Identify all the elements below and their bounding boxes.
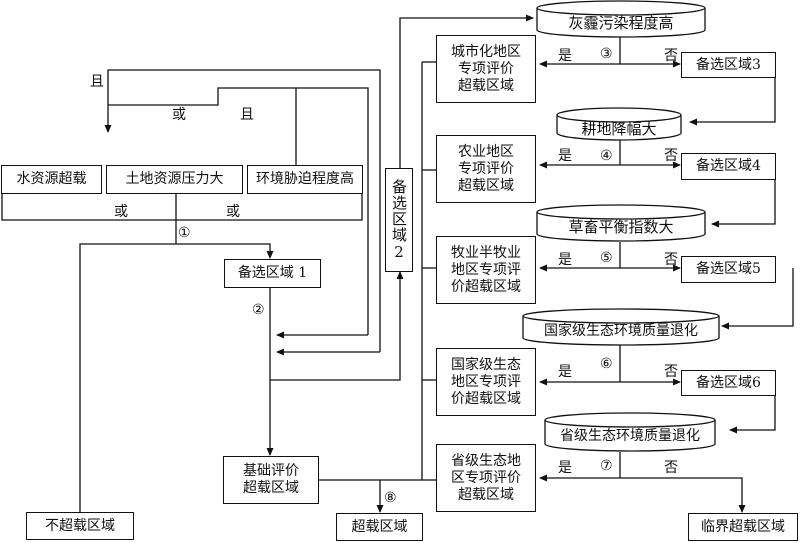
urban-line3: 超载区域 <box>458 77 514 94</box>
national-line3: 价超载区域 <box>451 390 521 407</box>
pastoral-line3: 价超载区域 <box>451 278 521 295</box>
no-label-3: 否 <box>664 48 678 64</box>
not-overload-label: 不超载区域 <box>45 517 115 534</box>
pastoral-line1: 牧业半牧业 <box>451 244 521 261</box>
step-8: ⑧ <box>384 490 397 506</box>
step-6: ⑥ <box>600 356 613 372</box>
urban-line1: 城市化地区 <box>451 43 521 60</box>
water-overload-label: 水资源超载 <box>16 171 87 187</box>
national-special-box: 国家级生态 地区专项评 价超载区域 <box>436 348 536 416</box>
candidate3-label: 备选区域3 <box>696 56 761 73</box>
pastoral-special-box: 牧业半牧业 地区专项评 价超载区域 <box>436 236 536 304</box>
loop-and-top <box>104 69 381 352</box>
no-label-7: 否 <box>664 460 678 476</box>
overload-box: 超载区域 <box>336 513 423 541</box>
env-stress-box: 环境胁迫程度高 <box>247 165 363 194</box>
national-eco-condition-label: 国家级生态环境质量退化 <box>544 323 698 339</box>
land-pressure-label: 土地资源压力大 <box>125 171 224 187</box>
cylinder-haze <box>536 0 706 38</box>
urban-special-box: 城市化地区 专项评价 超载区域 <box>436 35 536 103</box>
provincial-line3: 超载区域 <box>458 486 514 503</box>
basic-eval-line2: 超载区域 <box>243 480 299 496</box>
yes-label-3: 是 <box>558 48 572 64</box>
step-1: ① <box>178 225 191 241</box>
basic-eval-box: 基础评价 超载区域 <box>223 456 319 504</box>
national-line2: 地区专项评 <box>451 373 521 390</box>
candidate3-box: 备选区域3 <box>681 52 776 78</box>
candidate1-label: 备选区域 1 <box>237 265 308 281</box>
not-overload-box: 不超载区域 <box>26 512 134 540</box>
basic-eval-line1: 基础评价 <box>243 463 299 479</box>
provincial-special-box: 省级生态地 区专项评价 超载区域 <box>436 444 536 512</box>
to-not-overload <box>76 243 176 521</box>
candidate5-label: 备选区域5 <box>696 261 761 277</box>
candidate1-box: 备选区域 1 <box>224 259 321 288</box>
candidate6-box: 备选区域6 <box>681 370 776 396</box>
to-candidate1 <box>176 243 274 259</box>
logic-or-low2: 或 <box>226 204 240 220</box>
cylinder-provincial <box>544 412 716 452</box>
to-candidate2 <box>270 271 404 381</box>
to-overload <box>318 479 384 513</box>
grass-condition-label: 草畜平衡指数大 <box>568 218 674 236</box>
provincial-eco-condition-label: 省级生态环境质量退化 <box>560 428 700 444</box>
logic-or-low1: 或 <box>114 204 128 220</box>
step-7: ⑦ <box>600 458 613 474</box>
yes-label-7: 是 <box>558 460 572 476</box>
no-label-5: 否 <box>664 252 678 268</box>
bracket-bottom <box>1 193 363 221</box>
agri-line2: 专项评价 <box>458 160 514 177</box>
logic-and-top: 且 <box>90 74 104 90</box>
candidate2-box: 备选区域2 <box>385 168 413 272</box>
step-4: ④ <box>600 148 613 164</box>
candidate6-label: 备选区域6 <box>696 374 761 391</box>
logic-and-mid: 且 <box>240 107 254 123</box>
cylinder-national <box>522 308 720 346</box>
logic-or-mid: 或 <box>172 107 186 123</box>
cylinder-grass <box>536 204 706 242</box>
yes-label-6: 是 <box>558 364 572 380</box>
pastoral-line2: 地区专项评 <box>451 261 521 278</box>
loop-or-mid <box>108 87 369 335</box>
critical-overload-label: 临界超载区域 <box>701 518 785 535</box>
yes-label-4: 是 <box>558 148 572 164</box>
overload-label: 超载区域 <box>351 518 408 535</box>
urban-line2: 专项评价 <box>458 60 514 77</box>
agri-line1: 农业地区 <box>458 143 514 160</box>
cylinder-farmland <box>556 107 682 141</box>
yes-label-5: 是 <box>558 252 572 268</box>
critical-overload-box: 临界超载区域 <box>688 513 798 541</box>
candidate2-label: 备选区域2 <box>390 178 408 262</box>
candidate5-box: 备选区域5 <box>681 256 776 283</box>
provincial-line2: 区专项评价 <box>451 469 521 486</box>
national-line1: 国家级生态 <box>451 356 521 373</box>
no-label-6: 否 <box>664 364 678 380</box>
agri-special-box: 农业地区 专项评价 超载区域 <box>436 135 536 203</box>
provincial-line1: 省级生态地 <box>451 452 521 469</box>
no-label-4: 否 <box>664 148 678 164</box>
candidate4-label: 备选区域4 <box>696 158 761 174</box>
candidate4-box: 备选区域4 <box>681 153 776 180</box>
land-pressure-box: 土地资源压力大 <box>106 165 243 194</box>
env-stress-label: 环境胁迫程度高 <box>256 171 354 187</box>
step-3: ③ <box>600 46 613 62</box>
agri-line3: 超载区域 <box>458 177 514 194</box>
step-2: ② <box>252 302 265 318</box>
farmland-condition-label: 耕地降幅大 <box>581 120 657 138</box>
step-5: ⑤ <box>600 250 613 266</box>
water-overload-box: 水资源超载 <box>1 165 102 194</box>
haze-condition-label: 灰霾污染程度高 <box>568 14 674 32</box>
